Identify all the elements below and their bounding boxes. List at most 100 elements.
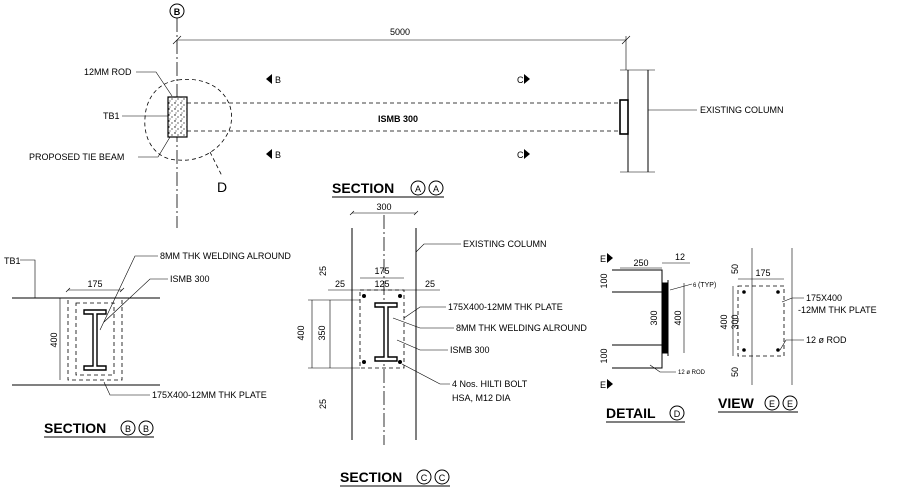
tb1-label: TB1 [4, 256, 21, 266]
plate-inner [75, 302, 115, 376]
detail-marker: D [217, 179, 227, 195]
weld-size: 6 [693, 283, 697, 289]
rod-hole [776, 348, 780, 352]
dim-300: 300 [649, 310, 659, 325]
dim-125: 125 [374, 279, 389, 289]
ismb-section [374, 302, 398, 362]
section-cc-mark-2: C [439, 473, 446, 483]
dim-400: 400 [49, 332, 59, 347]
cut-b-top-arrow [266, 74, 272, 84]
dim-175: 175 [87, 279, 102, 289]
section-bb: TB1 175 400 8MM THK WELDING ALROUND ISMB… [4, 251, 291, 438]
cut-b-bottom-arrow [266, 149, 272, 159]
cut-e-top-arrow [607, 253, 613, 263]
grid-bubble-label: B [174, 7, 181, 17]
rod-note: 12 ø ROD [678, 370, 706, 376]
section-bb-mark-1: B [125, 424, 131, 434]
tb1-label: TB1 [103, 111, 120, 121]
section-aa-title: SECTION [332, 180, 394, 196]
dim-350: 350 [317, 325, 327, 340]
rod-leader [649, 364, 676, 373]
end-plate [661, 282, 669, 354]
section-bb-title: SECTION [44, 420, 106, 436]
dim-300: 300 [730, 314, 740, 329]
view-ee: 175 50 400 300 50 175X400 -12MM THK PLAT… [718, 248, 877, 413]
detail-d-title: DETAIL [606, 405, 656, 421]
dim-175: 175 [755, 268, 770, 278]
bolt [398, 360, 402, 364]
cut-e-bottom-arrow [607, 379, 613, 389]
dim-25-bottom: 25 [318, 399, 328, 409]
bolt-label-2: HSA, M12 DIA [452, 393, 511, 403]
detail-d-mark: D [674, 409, 681, 419]
dim-400: 400 [673, 310, 683, 325]
dim-25-right: 25 [425, 279, 435, 289]
plate-leader [781, 297, 804, 303]
bolt [362, 294, 366, 298]
column-leader [415, 243, 461, 253]
view-ee-mark-1: E [769, 399, 775, 409]
section-aa-mark-2: A [433, 184, 439, 194]
ismb-section [83, 309, 107, 371]
plate-leader [403, 306, 446, 319]
section-cc-mark-1: C [421, 473, 428, 483]
dim-300: 300 [376, 202, 391, 212]
beam-leader [396, 339, 448, 351]
dim-50-top: 50 [730, 264, 740, 274]
dim-400: 400 [719, 314, 729, 329]
cut-c-bottom-label: C [517, 150, 524, 160]
dim-5000-label: 5000 [390, 27, 410, 37]
bolt [362, 360, 366, 364]
dim-50-bottom: 50 [730, 367, 740, 377]
section-bb-mark-2: B [143, 424, 149, 434]
beam-label: ISMB 300 [170, 274, 210, 284]
column-label: EXISTING COLUMN [700, 105, 784, 115]
weld-label: 8MM THK WELDING ALROUND [456, 323, 587, 333]
plate-label: 175X400-12MM THK PLATE [152, 390, 267, 400]
weld-note: (TYP) [698, 282, 716, 289]
view-ee-mark-2: E [787, 399, 793, 409]
cut-e-top-label: E [600, 254, 606, 264]
cut-e-bottom-label: E [600, 380, 606, 390]
cut-b-bottom-label: B [275, 150, 281, 160]
rod-label: 12MM ROD [84, 67, 132, 77]
tie-beam-section [167, 96, 188, 138]
detail-circle [144, 78, 232, 161]
dim-250: 250 [633, 258, 648, 268]
dim-100-top: 100 [599, 273, 609, 288]
cut-c-top-label: C [517, 75, 524, 85]
rod-hole [742, 290, 746, 294]
cut-b-top-label: B [275, 75, 281, 85]
weld-label: 8MM THK WELDING ALROUND [160, 251, 291, 261]
section-cc-title: SECTION [340, 469, 402, 485]
section-aa: B 5000 ISMB 300 EXISTING COLUMN D 12MM R… [29, 3, 784, 228]
weld-leader [392, 317, 454, 329]
plate-label-1: 175X400 [806, 293, 842, 303]
rod-hole [742, 348, 746, 352]
beam-label: ISMB 300 [450, 345, 490, 355]
plate-outline [67, 297, 123, 381]
rod-leader [779, 339, 804, 351]
plate-label-2: -12MM THK PLATE [798, 305, 877, 315]
tie-beam-stub-bottom [612, 344, 663, 369]
tb1-leader [20, 259, 36, 298]
rod-hole [776, 290, 780, 294]
cut-c-bottom-arrow [524, 149, 530, 159]
beam-label: ISMB 300 [378, 114, 418, 124]
section-cc: 300 EXISTING COLUMN 175 125 25 25 25 400… [296, 202, 587, 487]
dim-100-bottom: 100 [599, 348, 609, 363]
plate-outline [737, 285, 785, 357]
end-plate [619, 99, 629, 135]
column-label: EXISTING COLUMN [463, 239, 547, 249]
rod-label: 12 ø ROD [806, 335, 847, 345]
view-ee-title: VIEW [718, 395, 755, 411]
dim-400: 400 [296, 325, 306, 340]
cut-c-top-arrow [524, 74, 530, 84]
dim-25-top: 25 [318, 266, 328, 276]
dim-12: 12 [675, 252, 685, 262]
plate-leader [103, 381, 150, 396]
bolt [398, 294, 402, 298]
tie-beam-stub-top [612, 269, 663, 293]
section-aa-mark-1: A [415, 184, 421, 194]
